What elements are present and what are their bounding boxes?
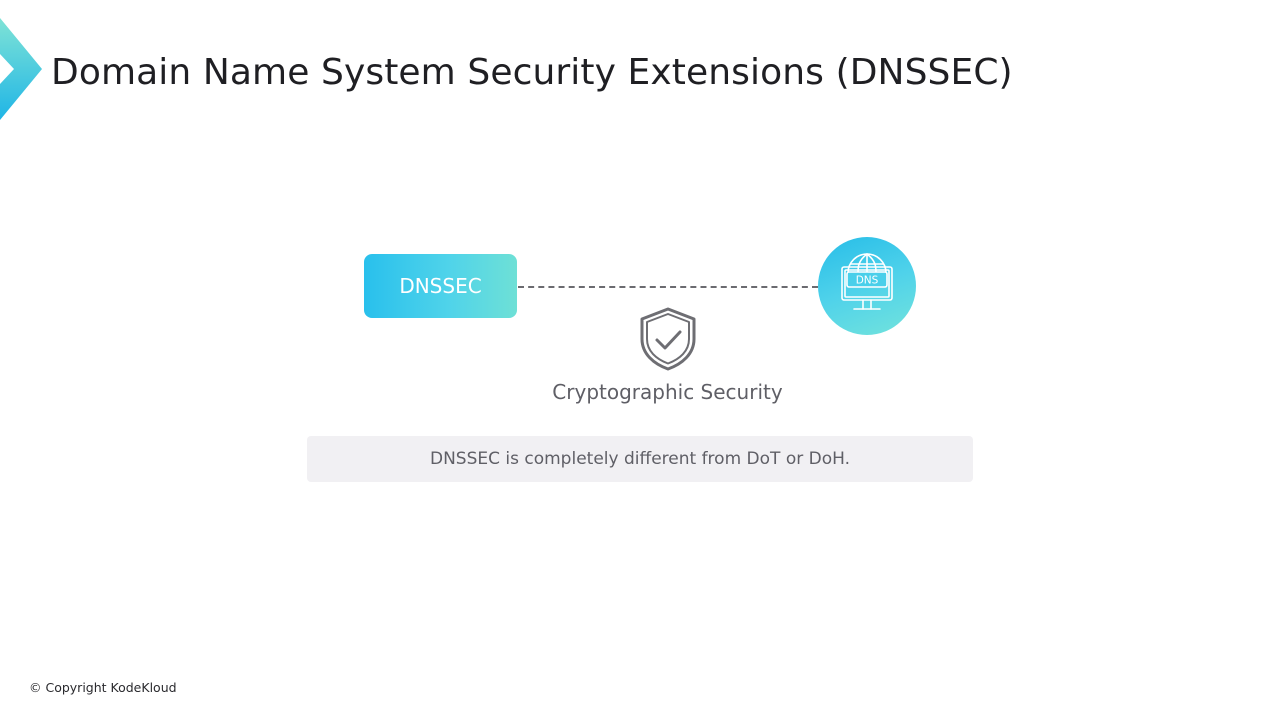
copyright-footer: © Copyright KodeKloud <box>29 680 177 695</box>
note-callout: DNSSEC is completely different from DoT … <box>307 436 973 482</box>
note-text: DNSSEC is completely different from DoT … <box>429 449 850 469</box>
dnssec-node: DNSSEC <box>364 254 517 318</box>
page-title: Domain Name System Security Extensions (… <box>51 52 1013 93</box>
corner-chevron-decoration <box>0 18 42 120</box>
dns-icon-label: DNS <box>856 275 879 287</box>
dashed-connector <box>518 286 818 288</box>
dnssec-node-label: DNSSEC <box>399 274 482 298</box>
dns-server-node: DNS <box>818 237 916 335</box>
dns-monitor-globe-icon: DNS <box>841 253 893 310</box>
shield-check-icon <box>640 307 696 371</box>
cryptographic-security-label: Cryptographic Security <box>552 380 783 404</box>
